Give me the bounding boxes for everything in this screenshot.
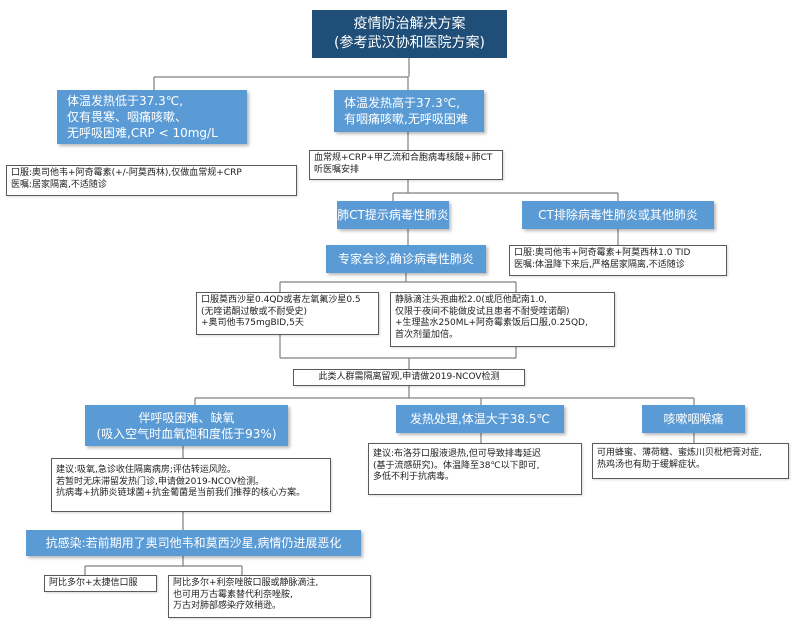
cough-advice: 可用蜂蜜、薄荷糖、蜜炼川贝枇杷膏对症, 热鸡汤也有助于缓解症状。	[592, 443, 789, 479]
option2-line1: 阿比多尔+利奈唑胺口服或静脉滴注,	[173, 578, 319, 588]
dyspnea-line2: (吸入空气时血氧饱和度低于93%)	[96, 426, 277, 441]
consult-box: 专家会诊,确诊病毒性肺炎	[326, 245, 486, 273]
oral-treatment-line1: 口服莫西沙星0.4QD或者左氧氟沙星0.5	[201, 295, 361, 305]
oral-treatment-line3: +奥司他韦75mgBID,5天	[201, 318, 304, 328]
oral-treatment: 口服莫西沙星0.4QD或者左氧氟沙星0.5 (无喹诺酮过敏或不耐受史) +奥司他…	[196, 292, 379, 335]
fever-advice-line3: 多低不利于抗病毒。	[373, 472, 455, 482]
iv-treatment-line1: 静脉滴注头孢曲松2.0(或厄他配南1.0,	[395, 295, 547, 305]
ct-negative-advice-line1: 口服:奥司他韦+阿奇霉素+阿莫西林1.0 TID	[514, 248, 691, 258]
high-fever-line1: 体温发热高于37.3℃,	[344, 96, 461, 110]
dyspnea-advice-line2: 若暂时无床滞留发热门诊,申请做2019-NCOV检测。	[56, 476, 265, 487]
ct-negative-advice-line2: 医嘱:体温降下来后,严格居家隔离,不适随诊	[514, 259, 685, 270]
cough-advice-line2: 热鸡汤也有助于缓解症状。	[597, 459, 706, 470]
fever-label: 发热处理,体温大于38.5℃	[409, 412, 550, 426]
dyspnea-advice: 建议:吸氧,急诊收住隔离病房;评估转运风险。 若暂时无床滞留发热门诊,申请做20…	[51, 458, 331, 512]
anti-infection-label: 抗感染:若前期用了奥司他韦和莫西沙星,病情仍进展恶化	[45, 536, 342, 550]
dyspnea-line1: 伴呼吸困难、缺氧	[138, 410, 235, 425]
cough-box: 咳嗽咽喉痛	[642, 405, 745, 433]
high-fever-tests: 血常规+CRP+甲乙流和合胞病毒核酸+肺CT 听医嘱安排	[309, 150, 503, 180]
fever-box: 发热处理,体温大于38.5℃	[396, 405, 564, 433]
consult-label: 专家会诊,确诊病毒性肺炎	[338, 252, 474, 266]
cough-advice-line1: 可用蜂蜜、薄荷糖、蜜炼川贝枇杷膏对症,	[597, 448, 762, 458]
iv-treatment-line4: 首次剂量加倍。	[395, 329, 459, 340]
title-box: 疫情防治解决方案 (参考武汉协和医院方案)	[312, 10, 507, 58]
high-fever-tests-line1: 血常规+CRP+甲乙流和合胞病毒核酸+肺CT	[314, 153, 493, 163]
anti-infection-box: 抗感染:若前期用了奥司他韦和莫西沙星,病情仍进展恶化	[26, 530, 361, 556]
ct-positive-label: 肺CT提示病毒性肺炎	[337, 208, 449, 222]
option1-line1: 阿比多尔+太捷信口服	[49, 578, 138, 588]
low-fever-line2: 仅有畏寒、咽痛咳嗽、	[67, 110, 188, 124]
low-fever-box: 体温发热低于37.3℃, 仅有畏寒、咽痛咳嗽、 无呼吸困难,CRP < 10mg…	[57, 90, 247, 144]
title-line2: (参考武汉协和医院方案)	[334, 35, 485, 51]
isolation-label: 此类人群需隔离留观,申请做2019-NCOV检测	[318, 372, 500, 382]
ct-positive-box: 肺CT提示病毒性肺炎	[337, 201, 449, 229]
ct-negative-box: CT排除病毒性肺炎或其他肺炎	[522, 201, 714, 229]
low-fever-advice-line2: 医嘱:居家隔离,不适随诊	[11, 179, 107, 190]
title-line1: 疫情防治解决方案	[353, 16, 466, 32]
low-fever-advice-line1: 口服:奥司他韦+阿奇霉素(+/-阿莫西林),仅做血常规+CRP	[11, 168, 242, 178]
ct-negative-advice: 口服:奥司他韦+阿奇霉素+阿莫西林1.0 TID 医嘱:体温降下来后,严格居家隔…	[509, 245, 727, 276]
option2-line2: 也可用万古霉素替代利奈唑胺,	[173, 589, 293, 600]
fever-advice-line1: 建议:布洛芬口服液退热,但可导致排毒延迟	[373, 449, 541, 459]
dyspnea-advice-line3: 抗病毒+抗肺炎链球菌+抗金葡菌是当前我们推荐的核心方案。	[56, 488, 306, 498]
dyspnea-advice-line1: 建议:吸氧,急诊收住隔离病房;评估转运风险。	[56, 465, 236, 475]
high-fever-tests-line2: 听医嘱安排	[314, 164, 360, 175]
option2-line3: 万古对肺部感染疗效稍逊。	[173, 601, 282, 611]
option1-note: 阿比多尔+太捷信口服	[44, 575, 157, 592]
high-fever-line2: 有咽痛咳嗽,无呼吸困难	[344, 112, 468, 126]
low-fever-line3: 无呼吸困难,CRP < 10mg/L	[67, 126, 218, 140]
iv-treatment: 静脉滴注头孢曲松2.0(或厄他配南1.0, 仅限于夜间不能做皮试且患者不耐受喹诺…	[390, 292, 615, 347]
fever-advice: 建议:布洛芬口服液退热,但可导致排毒延迟 (基于流感研究)。体温降至38℃以下即…	[368, 443, 582, 495]
option2-note: 阿比多尔+利奈唑胺口服或静脉滴注, 也可用万古霉素替代利奈唑胺, 万古对肺部感染…	[168, 575, 371, 618]
low-fever-advice: 口服:奥司他韦+阿奇霉素(+/-阿莫西林),仅做血常规+CRP 医嘱:居家隔离,…	[6, 165, 297, 196]
iv-treatment-line3: +生理盐水250ML+阿奇霉素饭后口服,0.25QD,	[395, 318, 588, 328]
ct-negative-label: CT排除病毒性肺炎或其他肺炎	[538, 208, 698, 222]
dyspnea-box: 伴呼吸困难、缺氧 (吸入空气时血氧饱和度低于93%)	[85, 405, 288, 446]
isolation-note: 此类人群需隔离留观,申请做2019-NCOV检测	[293, 369, 525, 386]
cough-label: 咳嗽咽喉痛	[663, 412, 724, 426]
high-fever-box: 体温发热高于37.3℃, 有咽痛咳嗽,无呼吸困难	[334, 90, 484, 132]
fever-advice-line2: (基于流感研究)。体温降至38℃以下即可,	[373, 460, 540, 471]
oral-treatment-line2: (无喹诺酮过敏或不耐受史)	[201, 306, 308, 317]
iv-treatment-line2: 仅限于夜间不能做皮试且患者不耐受喹诺酮)	[395, 306, 570, 317]
low-fever-line1: 体温发热低于37.3℃,	[67, 94, 184, 108]
